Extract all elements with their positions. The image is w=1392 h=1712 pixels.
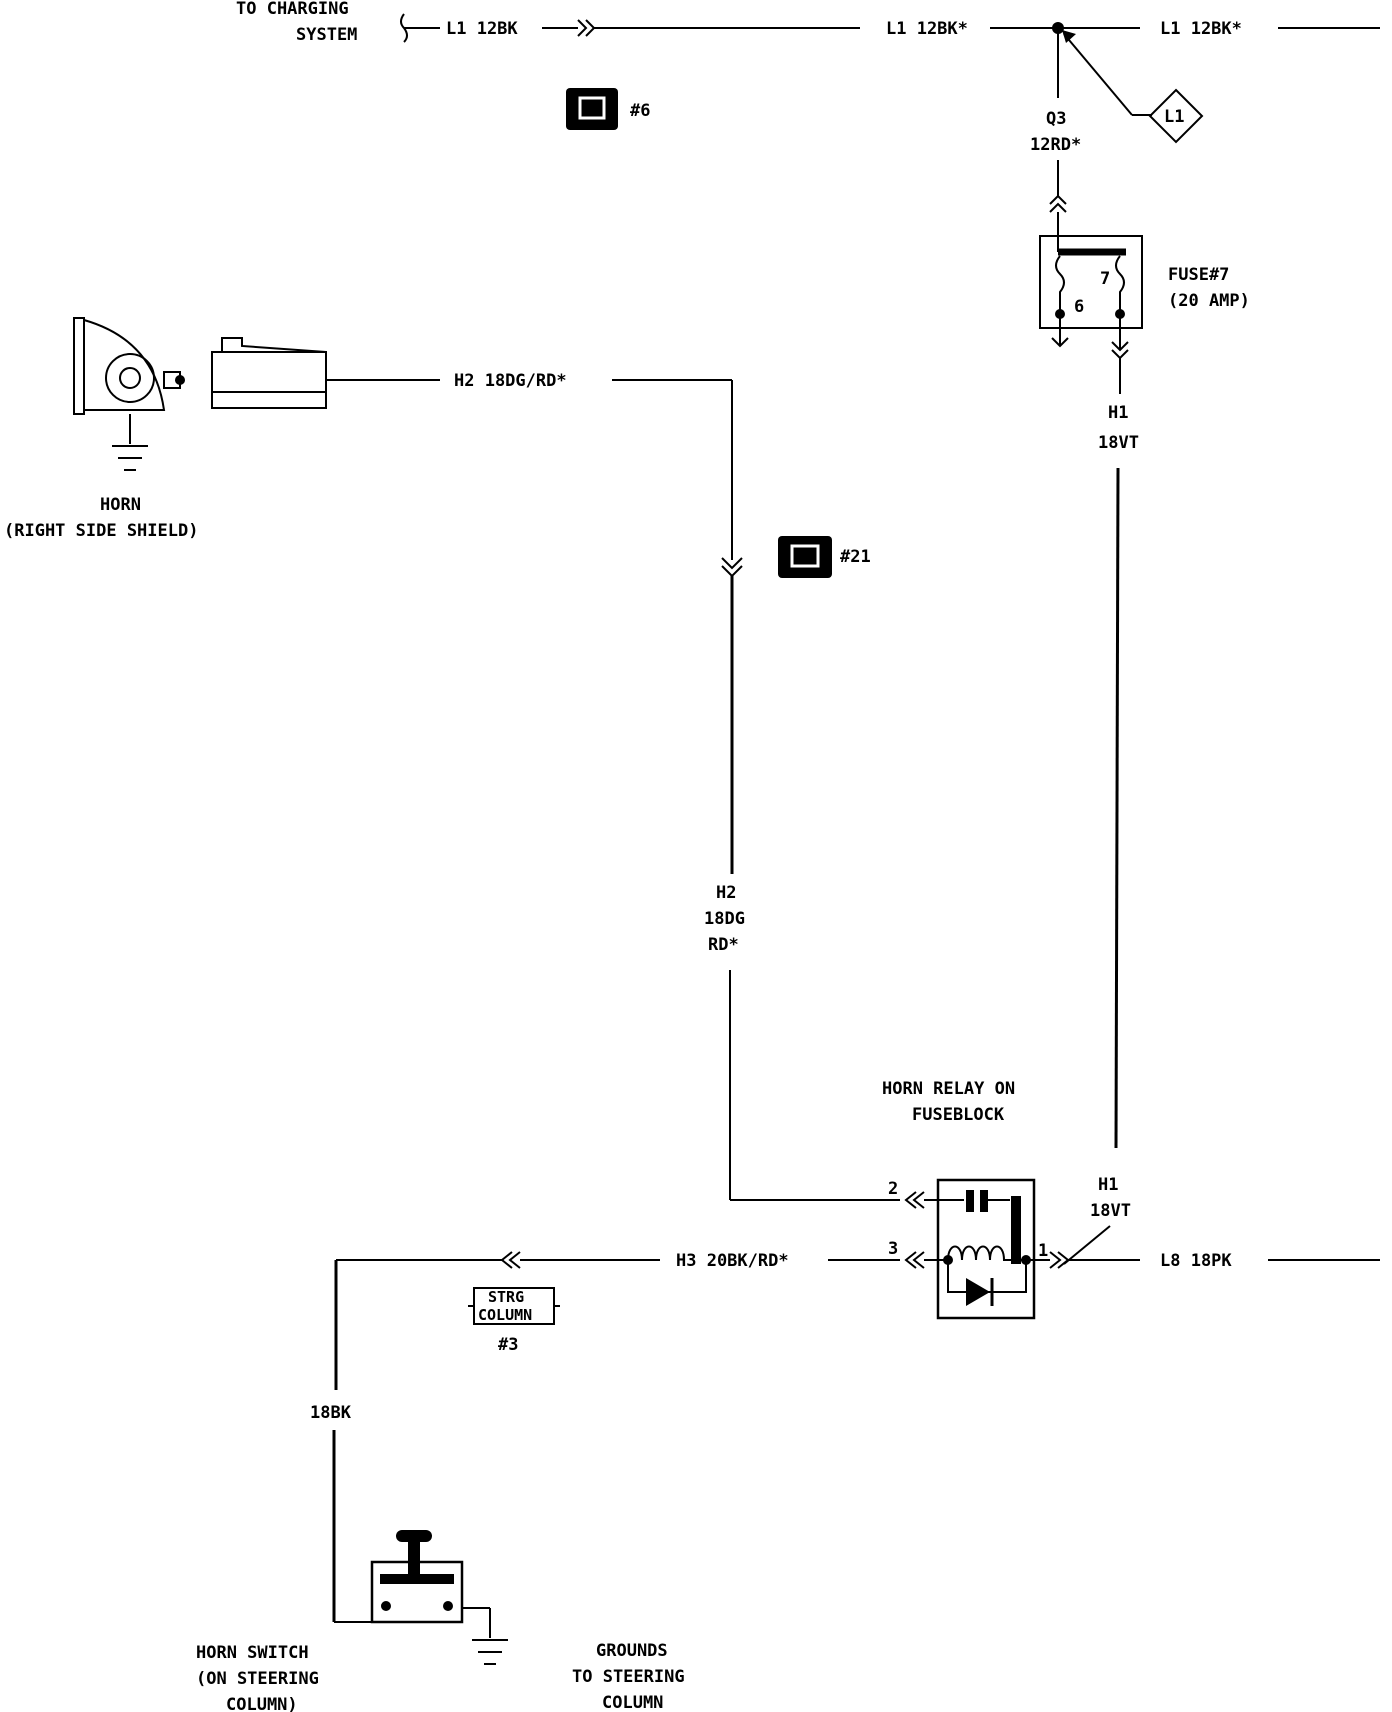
relay-pin-2-chevron <box>904 1191 925 1209</box>
relay-pin-1: 1 <box>1038 1241 1048 1261</box>
switch-ground-icon <box>472 1639 508 1665</box>
connector-ref-icon-6 <box>578 96 606 120</box>
wire-l1-mid-label: L1 12BK* <box>886 19 968 39</box>
grounds-label-2: TO STEERING <box>572 1667 685 1687</box>
wire-h1-bot-spec: 18VT <box>1090 1201 1131 1221</box>
splice-diamond <box>1148 88 1204 144</box>
relay-diode-triangle <box>966 1278 990 1306</box>
wire-h2-mid-gauge: 18DG <box>704 909 745 929</box>
fuse-name: FUSE#7 <box>1168 265 1229 285</box>
horn-switch-label-1: HORN SWITCH <box>196 1643 309 1663</box>
connector-ref-21-label: #21 <box>840 547 871 567</box>
relay-contact-1 <box>966 1190 974 1212</box>
relay-diode-path <box>947 1260 1027 1293</box>
horn-label-1: HORN <box>100 495 141 515</box>
horn-label-2: (RIGHT SIDE SHIELD) <box>4 521 198 541</box>
charging-system-label-1: TO CHARGING <box>236 0 349 19</box>
wire-h1-vertical <box>1114 467 1120 1149</box>
relay-pin-2: 2 <box>888 1179 898 1199</box>
splice-pointer-arrowhead <box>1062 30 1076 43</box>
wire-h2-mid-color: RD* <box>708 935 739 955</box>
fuse-7-box <box>1039 235 1143 329</box>
fuse-element-left <box>1055 255 1065 312</box>
fuse-terminal-right-dot <box>1115 309 1125 319</box>
wire-h1-bot-code: H1 <box>1098 1175 1118 1195</box>
connector-chevron-l1 <box>577 19 596 37</box>
wire-h2-mid-code: H2 <box>716 883 736 903</box>
horn-switch-label-3: COLUMN) <box>226 1695 298 1712</box>
relay-pin-3-chevron <box>904 1251 925 1269</box>
fuse-terminal-left-dot <box>1055 309 1065 319</box>
horn-switch-symbol <box>370 1530 491 1638</box>
charging-system-label-2: SYSTEM <box>296 25 357 45</box>
wire-l1-right-label: L1 12BK* <box>1160 19 1242 39</box>
connector-ref-6-label: #6 <box>630 101 650 121</box>
grounds-label-3: COLUMN <box>602 1693 663 1712</box>
horn-ground-icon <box>112 445 148 471</box>
splice-diamond-label: L1 <box>1164 107 1184 127</box>
relay-title-1: HORN RELAY ON <box>882 1079 1015 1099</box>
strg-column-label-2: COLUMN <box>478 1306 532 1324</box>
fuse-arrow-left <box>1051 318 1069 348</box>
strg-column-label-1: STRG <box>488 1288 524 1306</box>
wire-h1-to-relay <box>1063 1225 1111 1265</box>
splice-pointer-line <box>1063 33 1133 116</box>
horn-connector <box>211 337 327 409</box>
connector-chevron-q3 <box>1049 194 1067 213</box>
connector-chevron-h2 <box>721 557 743 578</box>
relay-box <box>936 1178 1036 1320</box>
connector-ref-icon-21 <box>790 544 820 568</box>
relay-pin-3: 3 <box>888 1239 898 1259</box>
wire-h2-top-label: H2 18DG/RD* <box>454 371 567 391</box>
horn-symbol <box>73 317 185 444</box>
grounds-label-1: GROUNDS <box>596 1641 668 1661</box>
fuse-element-right <box>1115 255 1125 312</box>
wire-h1-top-code: H1 <box>1108 403 1128 423</box>
relay-title-2: FUSEBLOCK <box>912 1105 1005 1125</box>
wire-q3-spec: 12RD* <box>1030 135 1081 155</box>
horn-switch-label-2: (ON STEERING <box>196 1669 319 1689</box>
connector-ref-badge-21 <box>778 536 832 578</box>
fuse-rating: (20 AMP) <box>1168 291 1250 311</box>
wire-18bk-label: 18BK <box>310 1403 352 1423</box>
relay-pin-1-chevron <box>1049 1251 1070 1269</box>
connector-ref-badge-6 <box>566 88 618 130</box>
wire-h3-label: H3 20BK/RD* <box>676 1251 789 1271</box>
fuse-terminal-7: 7 <box>1100 269 1110 289</box>
wire-h1-top-spec: 18VT <box>1098 433 1139 453</box>
wire-l1-left-label: L1 12BK <box>446 19 518 39</box>
relay-coil <box>947 1245 1026 1261</box>
connector-ref-3-label: #3 <box>498 1335 518 1355</box>
connector-chevron-h3 <box>500 1251 521 1269</box>
wire-l8-label: L8 18PK <box>1160 1251 1232 1271</box>
relay-contact-2 <box>980 1190 988 1212</box>
fuse-terminal-6: 6 <box>1074 297 1084 317</box>
wire-q3-code: Q3 <box>1046 109 1066 129</box>
